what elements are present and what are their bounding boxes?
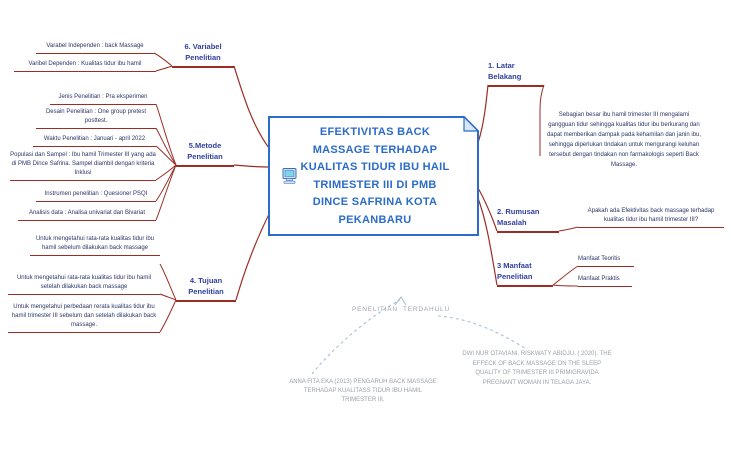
leaf-jenis-penelitian[interactable]: Jenis Penelitian : Pra eksperimen [50, 93, 156, 105]
leaf-line-tujuan-1 [159, 263, 177, 301]
branch-line-rumusan [477, 187, 498, 232]
leaf-manfaat-teoritis[interactable]: Manfaat Teoritis [578, 255, 634, 267]
branch-label-variabel[interactable]: 6. Variabel Penelitian [172, 41, 234, 68]
leaf-line-metode-6 [155, 164, 177, 221]
reference-dwi-nur-otaviani[interactable]: DWI NUR OTAVIANI, RISKWATY ABIDJU. ( 202… [462, 351, 612, 386]
note-line-latar-belakang [539, 84, 545, 156]
branch-line-metode [233, 164, 270, 168]
dashed-arrow-left [311, 299, 401, 375]
arrowhead-icon [394, 296, 407, 306]
branch-label-metode[interactable]: 5.Metode Penelitian [176, 140, 234, 167]
leaf-tujuan-2[interactable]: Untuk mengetahui rata-rata kualitas tidu… [8, 274, 160, 295]
note-rumusan-masalah[interactable]: Apakah ada Efektivitas back massage terh… [578, 207, 724, 228]
leaf-line-metode-5 [155, 164, 177, 202]
computer-icon [281, 167, 299, 185]
branch-line-manfaat [477, 197, 498, 286]
leaf-line-tujuan-2 [159, 293, 177, 301]
leaf-line-manfaat-1 [552, 265, 579, 286]
leaf-tujuan-1[interactable]: Untuk mengetahui rata-rata kualitas tidu… [30, 235, 160, 256]
penelitian-terdahulu-label[interactable]: PENELITIAN TERDAHULU [352, 306, 450, 313]
branch-line-variabel [233, 65, 270, 149]
branch-label-latar-belakang[interactable]: 1. Latar Belakang [488, 60, 544, 87]
branch-line-tujuan [235, 209, 272, 301]
leaf-line-tujuan-3 [159, 299, 177, 333]
reference-anna-fita-eka[interactable]: ANNA FITA EKA (2013) PENGARUH BACK MASSA… [289, 379, 437, 403]
leaf-line-metode-2 [155, 127, 177, 166]
central-topic[interactable]: EFEKTIVITAS BACK MASSAGE TERHADAP KUALIT… [300, 126, 450, 226]
note-line-rumusan [558, 226, 579, 232]
leaf-manfaat-praktis[interactable]: Manfaat Praktis [578, 275, 632, 287]
branch-label-rumusan[interactable]: 2. Rumusan Masalah [497, 206, 559, 233]
folded-corner-icon [463, 115, 480, 132]
leaf-tujuan-3[interactable]: Untuk mengetahui perbedaan rerata kualit… [8, 303, 160, 333]
branch-label-manfaat[interactable]: 3 Manfaat Penelitian [497, 260, 553, 287]
central-topic-shape [268, 116, 479, 236]
leaf-line-metode-1 [155, 103, 177, 166]
leaf-line-metode-3 [155, 145, 177, 166]
leaf-waktu-penelitian[interactable]: Waktu Penelitian : Januari - april 2022 [33, 135, 156, 147]
leaf-line-manfaat-2 [552, 284, 579, 287]
leaf-variabel-dependen[interactable]: Varibel Dependen : Kualitas tidur ibu ha… [14, 60, 156, 72]
branch-line-latar-belakang [477, 84, 489, 144]
leaf-line-variabel-1 [153, 52, 173, 67]
leaf-line-metode-4 [155, 164, 177, 181]
leaf-line-variabel-2 [155, 65, 173, 72]
branch-label-tujuan[interactable]: 4. Tujuan Penelitian [176, 275, 236, 302]
leaf-desain-penelitian[interactable]: Desain Penelitian : One group pretest po… [36, 108, 156, 129]
leaf-variabel-independen[interactable]: Varabel Independen : back Massage [36, 42, 154, 54]
dashed-arrow-right [437, 315, 527, 350]
note-latar-belakang[interactable]: Sebagian besar ibu hamil trimester III m… [546, 112, 702, 168]
leaf-analisis-data[interactable]: Analisis data : Analisa univariat dan Bi… [18, 209, 156, 221]
leaf-instrumen-penelitian[interactable]: Instrumen penelitian : Quesioner PSQI [36, 190, 156, 202]
leaf-populasi-sampel[interactable]: Populasi dan Sampel : Ibu hamil Trimeste… [10, 151, 156, 181]
